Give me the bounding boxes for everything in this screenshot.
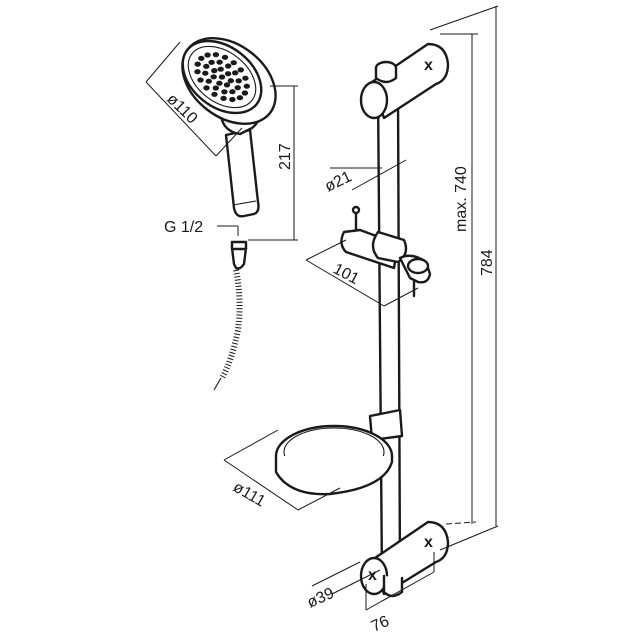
svg-text:x: x — [424, 57, 433, 74]
nozzle-dot — [203, 85, 210, 91]
dimension-rail-total: 784 — [429, 5, 499, 551]
soap-dish-icon — [274, 408, 404, 496]
nozzle-dot — [210, 74, 217, 80]
nozzle-dot — [216, 80, 223, 86]
nozzle-dot — [221, 54, 229, 60]
nozzle-pattern — [194, 52, 250, 103]
nozzle-dot — [242, 75, 249, 81]
dimension-rail-max: max. 740 — [440, 33, 478, 525]
nozzle-dot — [212, 85, 219, 91]
nozzle-dot — [229, 96, 236, 103]
nozzle-dot — [205, 78, 212, 84]
nozzle-dot — [212, 52, 220, 58]
bracket-diameter-label: ø39 — [305, 585, 337, 612]
nozzle-dot — [235, 78, 242, 84]
svg-text:x: x — [424, 534, 433, 551]
nozzle-dot — [220, 95, 227, 101]
dimension-thread: G 1/2 — [164, 219, 239, 236]
nozzle-dot — [198, 55, 205, 61]
svg-text:x: x — [368, 567, 377, 584]
nozzle-dot — [211, 91, 218, 97]
nozzle-dot — [236, 95, 244, 101]
nozzle-dot — [221, 89, 228, 95]
nozzle-dot — [211, 68, 218, 74]
tray-diameter-label: ø111 — [230, 479, 268, 511]
dimension-head-length: 217 — [248, 85, 298, 241]
rail-max-label: max. 740 — [453, 166, 470, 232]
nozzle-dot — [224, 71, 232, 77]
nozzle-dot — [232, 70, 239, 76]
nozzle-dot — [225, 63, 232, 69]
wall-bracket-top-icon: x — [359, 42, 450, 120]
nozzle-dot — [197, 77, 204, 83]
nozzle-dot — [241, 90, 249, 96]
nozzle-dot — [227, 78, 234, 84]
nozzle-dot — [234, 85, 241, 91]
nozzle-dot — [223, 82, 231, 88]
head-length-label: 217 — [277, 143, 294, 170]
dimension-bracket-depth: 76 — [365, 552, 435, 636]
nozzle-dot — [230, 60, 237, 66]
slider-holder-icon — [340, 205, 432, 298]
nozzle-dot — [216, 59, 223, 65]
rail-diameter-label: ø21 — [322, 168, 354, 195]
wall-bracket-bottom-icon: x x — [359, 520, 450, 598]
nozzle-dot — [237, 67, 244, 73]
nozzle-dot — [194, 61, 201, 67]
nozzle-dot — [208, 59, 215, 65]
nozzle-dot — [243, 83, 250, 89]
nozzle-dot — [204, 52, 211, 58]
nozzle-dot — [202, 70, 209, 76]
hose-icon — [213, 240, 248, 391]
nozzle-dot — [229, 89, 236, 95]
bracket-depth-label: 76 — [369, 613, 392, 636]
nozzle-dot — [218, 74, 226, 80]
shower-head-icon — [181, 37, 277, 218]
rail-total-label: 784 — [479, 249, 496, 276]
nozzle-dot — [194, 69, 201, 75]
thread-label: G 1/2 — [164, 219, 203, 236]
nozzle-dot — [217, 66, 224, 72]
nozzle-dot — [203, 63, 210, 69]
